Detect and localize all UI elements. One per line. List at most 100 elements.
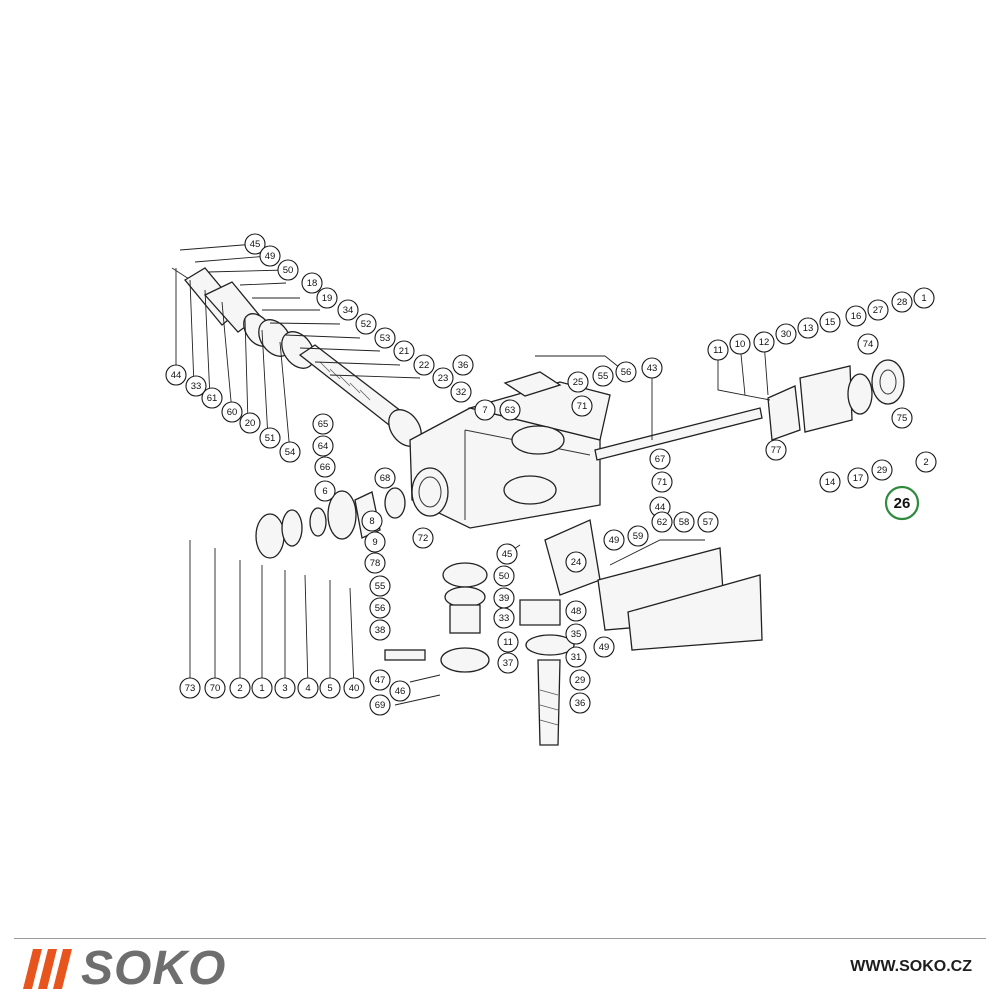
callout-number: 25 — [573, 377, 584, 388]
callout-number: 33 — [499, 613, 510, 624]
callout-number: 72 — [418, 533, 429, 544]
callout-number: 64 — [318, 441, 329, 452]
callout: 50 — [277, 259, 299, 281]
callout: 36 — [569, 692, 591, 714]
callout-number: 49 — [265, 251, 276, 262]
callout: 57 — [697, 511, 719, 533]
callout-number: 17 — [853, 473, 864, 484]
callout-number: 74 — [863, 339, 874, 350]
callout-number: 62 — [657, 517, 668, 528]
callout: 71 — [651, 471, 673, 493]
callout: 60 — [221, 401, 243, 423]
callout-number: 45 — [250, 239, 261, 250]
callout: 17 — [847, 467, 869, 489]
callout: 11 — [497, 631, 519, 653]
callout-number: 11 — [713, 345, 723, 356]
callout-number: 56 — [621, 367, 632, 378]
callout: 44 — [165, 364, 187, 386]
callout: 59 — [627, 525, 649, 547]
callout: 16 — [845, 305, 867, 327]
callout: 64 — [312, 435, 334, 457]
callout-number: 19 — [322, 293, 333, 304]
callout: 73 — [179, 677, 201, 699]
callout: 29 — [871, 459, 893, 481]
callout-number: 21 — [399, 346, 410, 357]
callout: 13 — [797, 317, 819, 339]
callout: 11 — [707, 339, 729, 361]
callout: 2 — [915, 451, 937, 473]
callout-number: 51 — [265, 433, 276, 444]
callout-number: 35 — [571, 629, 582, 640]
callout-number: 9 — [372, 537, 377, 548]
callout: 58 — [673, 511, 695, 533]
callout-number: 29 — [877, 465, 888, 476]
callout-number: 71 — [577, 401, 588, 412]
right-shaft-assembly — [594, 359, 905, 461]
callout-number: 22 — [419, 360, 430, 371]
callout-number: 50 — [499, 571, 510, 582]
callout-number: 54 — [285, 447, 296, 458]
callout: 38 — [369, 619, 391, 641]
callout-number: 10 — [735, 339, 746, 350]
gearbox-housing — [409, 371, 611, 529]
callout: 63 — [499, 399, 521, 421]
callout-number: 50 — [283, 265, 294, 276]
callout-number: 27 — [873, 305, 884, 316]
callout-number: 59 — [633, 531, 644, 542]
callout: 4 — [297, 677, 319, 699]
callout-number: 68 — [380, 473, 391, 484]
callout-number: 1 — [921, 293, 926, 304]
callout: 19 — [316, 287, 338, 309]
callout: 29 — [569, 669, 591, 691]
chain-links — [384, 649, 426, 661]
callout: 52 — [355, 313, 377, 335]
callout-number: 58 — [679, 517, 690, 528]
callout: 49 — [593, 636, 615, 658]
callout-number: 38 — [375, 625, 386, 636]
callout-number: 48 — [571, 606, 582, 617]
callout-number: 4 — [305, 683, 310, 694]
callout: 71 — [571, 395, 593, 417]
callout-number: 44 — [171, 370, 182, 381]
callout-number: 29 — [575, 675, 586, 686]
callout: 31 — [565, 646, 587, 668]
callout-number: 24 — [571, 557, 582, 568]
callout-number: 56 — [375, 603, 386, 614]
callout: 5 — [319, 677, 341, 699]
callout-number: 37 — [503, 658, 514, 669]
callout-number: 3 — [282, 683, 287, 694]
callout-number: 34 — [343, 305, 354, 316]
callout: 47 — [369, 669, 391, 691]
callout: 68 — [374, 467, 396, 489]
callout: 2 — [229, 677, 251, 699]
callout-number: 49 — [599, 642, 610, 653]
callout: 70 — [204, 677, 226, 699]
callout-number: 7 — [482, 405, 487, 416]
callout-number: 16 — [851, 311, 862, 322]
callout: 67 — [649, 448, 671, 470]
callout-number: 14 — [825, 477, 836, 488]
website-url[interactable]: WWW.SOKO.CZ — [850, 958, 972, 975]
callout-number: 70 — [210, 683, 221, 694]
callout: 66 — [314, 456, 336, 478]
callout-number: 49 — [609, 535, 620, 546]
callout-number: 11 — [503, 637, 513, 648]
callout: 43 — [641, 357, 663, 379]
logo-stripes-icon — [23, 949, 72, 989]
callout-number: 12 — [759, 337, 770, 348]
logo-wordmark: SOKO — [81, 942, 227, 995]
callout: 77 — [765, 439, 787, 461]
callout-number: 31 — [571, 652, 582, 663]
callout-number: 65 — [318, 419, 329, 430]
callout: 50 — [493, 565, 515, 587]
callout-number: 40 — [349, 683, 360, 694]
callout-number: 60 — [227, 407, 238, 418]
callout: 74 — [857, 333, 879, 355]
callout-labels: 4549501819345253212223363244336160205154… — [165, 233, 937, 716]
callout: 10 — [729, 333, 751, 355]
callout-number: 36 — [575, 698, 586, 709]
callout-number: 55 — [375, 581, 386, 592]
callout-number: 63 — [505, 405, 516, 416]
callout: 56 — [369, 597, 391, 619]
callout: 45 — [496, 543, 518, 565]
